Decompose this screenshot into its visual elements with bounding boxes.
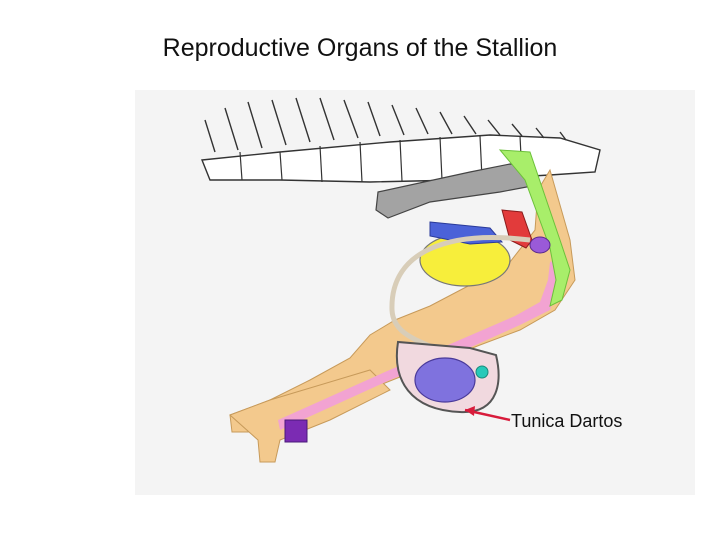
glans: [284, 419, 308, 443]
epididymis-tail: [475, 365, 489, 379]
spine-segments: [239, 135, 523, 183]
rectum: [375, 163, 533, 219]
urethra: [278, 260, 560, 430]
anatomy-svg: [135, 90, 695, 495]
pelvic-urethra: [498, 149, 571, 307]
page-title: Reproductive Organs of the Stallion: [162, 34, 558, 62]
stallion-anatomy-diagram: [130, 80, 710, 500]
tunica-dartos-arrowhead: [465, 406, 475, 416]
tunica-dartos-label: Tunica Dartos: [511, 411, 623, 431]
testis: [414, 357, 476, 403]
spine-processes: [204, 97, 567, 153]
prostate: [529, 236, 551, 254]
